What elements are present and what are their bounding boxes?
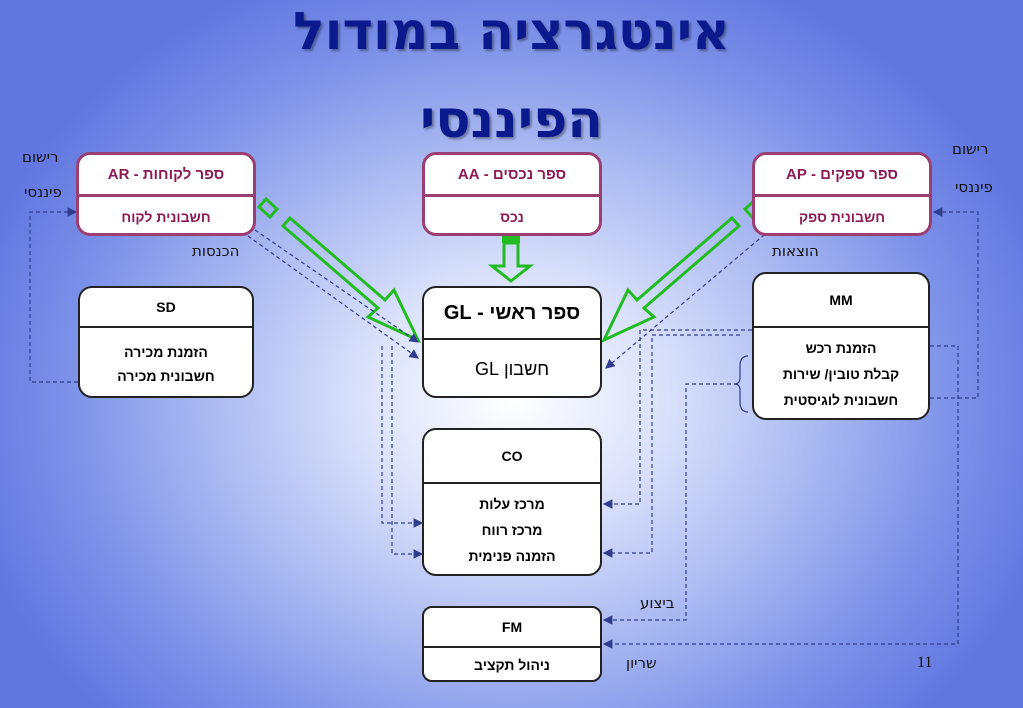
gl-ledger-box: ספר ראשי - GL חשבון GL — [422, 286, 602, 398]
fm-module-title: FM — [424, 608, 600, 648]
ap-ledger-title: ספר ספקים - AP — [755, 155, 929, 197]
label-reserve: שריון — [626, 654, 657, 672]
fm-module-box: FM ניהול תקציב — [422, 606, 602, 682]
ar-ledger-box: ספר לקוחות - AR חשבונית לקוח — [76, 152, 256, 236]
arrow-ar-to-gl — [256, 196, 422, 344]
dash-ap-gl — [605, 229, 771, 369]
ar-ledger-document: חשבונית לקוח — [121, 208, 211, 225]
co-module-title: CO — [424, 430, 600, 484]
mm-brace — [733, 355, 749, 413]
sd-module-title: SD — [80, 288, 252, 328]
title-line-1: אינטגרציה במודול — [293, 2, 730, 62]
page-number: 11 — [917, 654, 933, 671]
label-left-financial-1: רישום — [22, 148, 59, 166]
co-module-box: CO מרכז עלות מרכז רווח הזמנה פנימית — [422, 428, 602, 576]
dash-mm-fm-exec — [602, 383, 738, 625]
label-execution: ביצוע — [640, 594, 675, 612]
mm-purchase-order: הזמנת רכש — [805, 340, 877, 356]
dash-mm-ap — [930, 207, 979, 399]
mm-module-title: MM — [754, 274, 928, 328]
ap-ledger-box: ספר ספקים - AP חשבונית ספק — [752, 152, 932, 236]
mm-module-box: MM הזמנת רכש קבלת טובין/ שירות חשבונית ל… — [752, 272, 930, 420]
gl-account-label: חשבון GL — [474, 358, 550, 379]
dash-mm-co-2 — [602, 334, 740, 558]
dash-ar-co-1 — [381, 346, 424, 528]
mm-goods-receipt: קבלת טובין/ שירות — [782, 366, 900, 382]
co-internal-order: הזמנה פנימית — [468, 548, 556, 564]
gl-ledger-account: חשבון GL — [424, 340, 600, 396]
arrow-ap-to-gl — [600, 196, 766, 344]
gl-ledger-title: ספר ראשי - GL — [424, 288, 600, 340]
sd-module-box: SD הזמנת מכירה חשבונית מכירה — [78, 286, 254, 398]
dash-ar-gl-2 — [254, 229, 419, 343]
arrow-aa-to-gl — [487, 241, 535, 283]
label-expenses: הוצאות — [772, 242, 819, 260]
co-cost-center: מרכז עלות — [479, 496, 545, 512]
aa-ledger-title: ספר נכסים - AA — [425, 155, 599, 197]
dash-sd-ar — [29, 207, 78, 383]
ap-ledger-document: חשבונית ספק — [798, 208, 886, 225]
dash-mm-co-1 — [602, 329, 752, 509]
co-profit-center: מרכז רווח — [481, 522, 543, 538]
label-left-financial-2: פיננסי — [24, 183, 62, 201]
aa-ledger-box: ספר נכסים - AA נכס — [422, 152, 602, 236]
arrow-aa-cap — [502, 234, 520, 243]
dash-ar-co-2 — [391, 346, 424, 559]
aa-ledger-document: נכס — [500, 208, 524, 225]
label-income: הכנסות — [192, 242, 240, 260]
label-right-financial-1: רישום — [952, 140, 989, 158]
fm-budget-management: ניהול תקציב — [474, 657, 550, 673]
dash-mm-fm-reserve — [602, 345, 959, 649]
mm-logistic-invoice: חשבונית לוגיסטית — [783, 392, 899, 408]
sd-sales-invoice: חשבונית מכירה — [117, 368, 215, 384]
sd-sales-order: הזמנת מכירה — [124, 344, 208, 360]
label-right-financial-2: פיננסי — [955, 178, 993, 196]
ar-ledger-title: ספר לקוחות - AR — [79, 155, 253, 197]
title-line-2: הפיננסי — [419, 90, 603, 150]
